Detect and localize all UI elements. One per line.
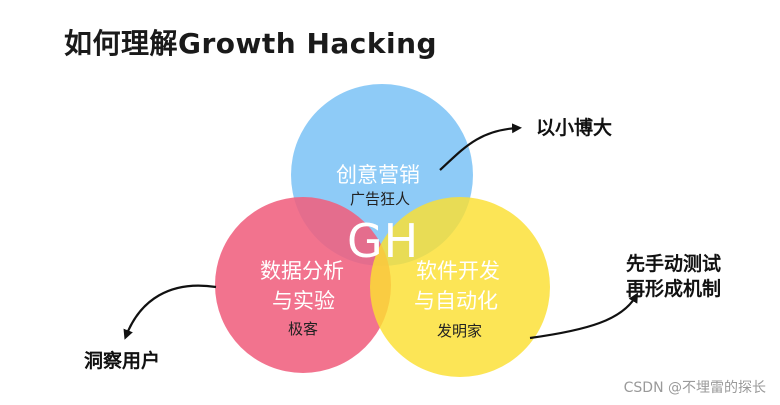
annotation-right-line1: 先手动测试 [626,253,722,275]
software-automation-title-line2: 与自动化 [414,289,498,313]
arrow-to-right [529,292,639,340]
creative-marketing-title: 创意营销 [336,163,420,187]
software-automation-title-line1: 软件开发 [416,259,500,283]
data-analysis-title-line1: 数据分析 [260,259,344,283]
annotation-bottom-left: 洞察用户 [84,350,161,372]
software-automation-subtitle: 发明家 [437,322,483,340]
annotation-right-line2: 再形成机制 [626,278,722,300]
arrow-to-bottom-left [123,284,217,340]
growth-hacking-center-label: GH [347,214,420,268]
creative-marketing-subtitle: 广告狂人 [350,190,411,208]
software-automation-circle [370,197,550,377]
watermark: CSDN @不埋雷的探长 [623,380,766,396]
data-analysis-circle [215,197,391,373]
page-title: 如何理解Growth Hacking [64,27,438,60]
data-analysis-title-line2: 与实验 [272,289,335,313]
arrow-to-top-right [439,123,522,171]
data-analysis-subtitle: 极客 [288,320,319,338]
annotation-top-right: 以小博大 [536,117,613,139]
